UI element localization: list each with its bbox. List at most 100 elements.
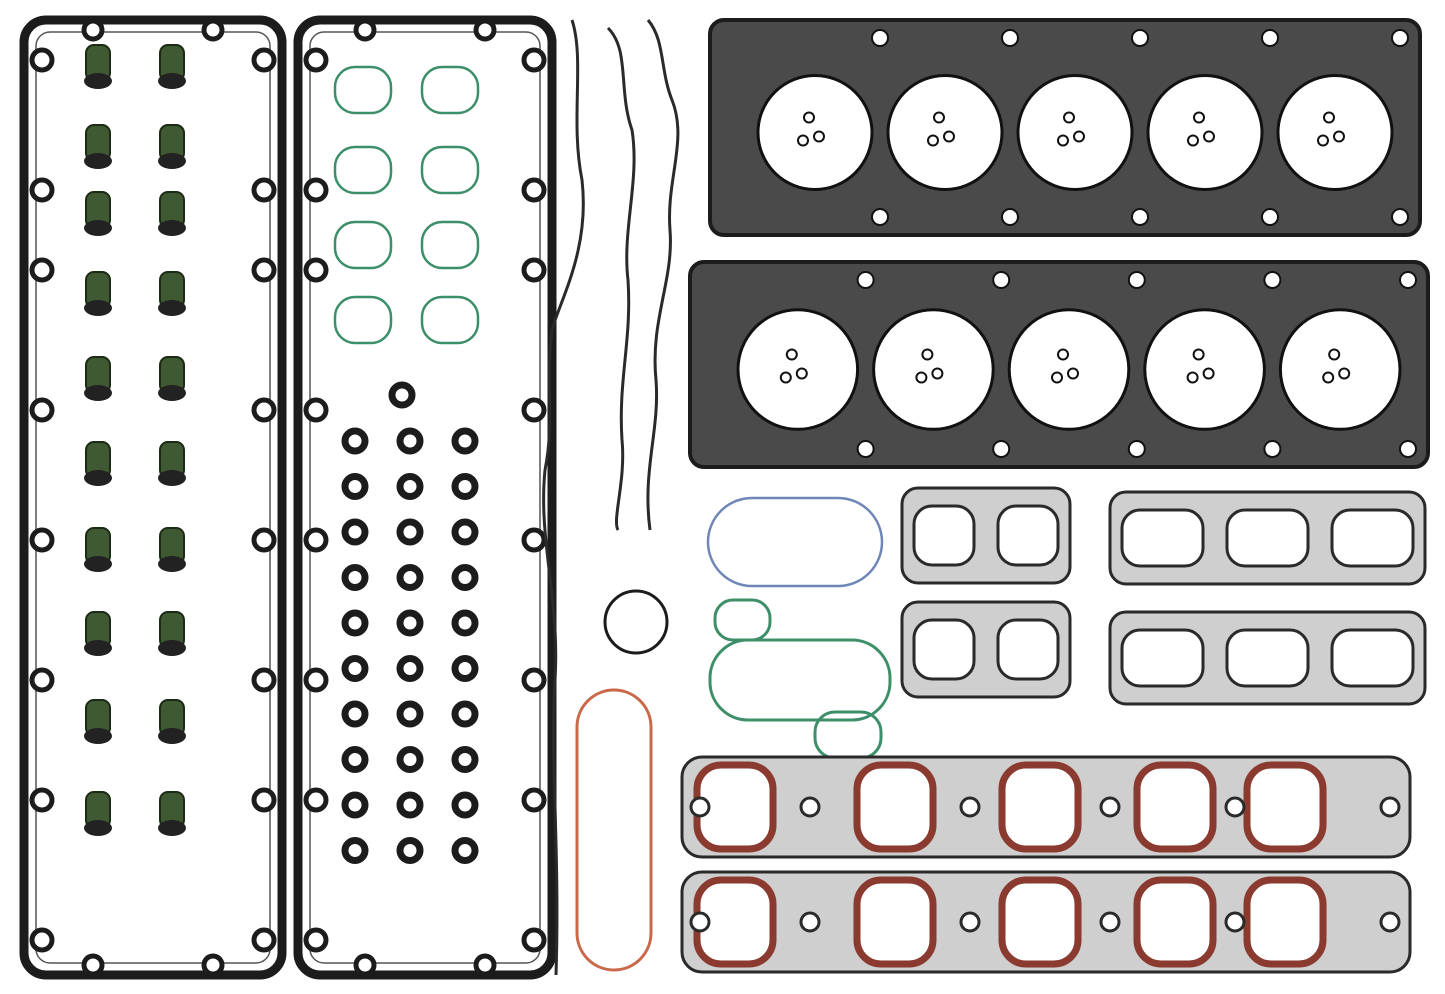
bolt-hole [689, 796, 711, 818]
oil-hole [795, 367, 808, 380]
intake-port-seal [333, 145, 393, 195]
o-ring [388, 381, 416, 409]
oil-hole [1202, 367, 1215, 380]
oil-hole [1057, 134, 1069, 147]
oil-hole [943, 130, 955, 143]
o-ring-large [603, 589, 669, 655]
bolt-hole [856, 440, 875, 458]
bolt-hole [856, 271, 875, 289]
bolt-hole [29, 787, 55, 813]
bolt-hole [201, 18, 225, 42]
bolt-hole [201, 953, 225, 977]
oil-hole [813, 130, 825, 143]
bolt-hole [303, 927, 329, 953]
bolt-hole [1399, 271, 1417, 289]
bolt-hole [799, 911, 821, 933]
bolt-hole [521, 257, 547, 283]
o-ring [451, 791, 479, 819]
valve-stem-seal [84, 791, 112, 836]
exhaust-manifold-gasket [1108, 490, 1427, 586]
o-ring [451, 746, 479, 773]
o-ring [451, 473, 479, 500]
exhaust-manifold-gasket [1108, 610, 1427, 706]
valve-stem-seal [158, 191, 186, 236]
bolt-hole [251, 257, 277, 283]
bolt-hole [1224, 796, 1246, 818]
valve-stem-seal [158, 791, 186, 836]
seal-strip-1 [542, 19, 585, 976]
valve-stem-seal [158, 124, 186, 169]
bolt-hole [303, 47, 329, 73]
bolt-hole [353, 953, 377, 977]
bolt-hole [29, 667, 55, 693]
bolt-hole [1099, 796, 1121, 818]
oil-hole [1193, 111, 1205, 124]
oil-hole [1067, 367, 1079, 380]
bolt-hole [29, 257, 55, 283]
bolt-hole [251, 667, 277, 693]
valve-stem-seal [84, 191, 112, 236]
exhaust-port [1225, 628, 1310, 688]
oil-hole [1057, 348, 1069, 361]
exhaust-manifold-gasket [900, 600, 1072, 699]
intake-port-seal [420, 145, 480, 195]
bolt-hole [473, 18, 497, 42]
valve-cover-gasket-left [19, 15, 287, 980]
oil-hole [1203, 130, 1215, 143]
bolt-hole [251, 47, 277, 73]
seal-strip-3 [646, 19, 680, 531]
o-ring [341, 791, 369, 819]
bolt-hole [521, 667, 547, 693]
intake-port [1133, 761, 1217, 853]
exhaust-port [996, 504, 1060, 567]
bolt-hole [1391, 29, 1409, 47]
valve-stem-seal [158, 611, 186, 656]
valve-stem-seal [158, 441, 186, 486]
o-ring [451, 700, 479, 728]
oil-hole [803, 111, 815, 124]
bolt-hole [689, 911, 711, 933]
oil-hole [785, 348, 798, 361]
oil-hole [1322, 371, 1335, 384]
oil-hole [1073, 130, 1085, 143]
intake-port-seal [333, 220, 393, 270]
bolt-hole [1263, 271, 1282, 289]
o-ring [341, 609, 369, 637]
valve-stem-seal [158, 44, 186, 89]
oil-hole [1192, 348, 1205, 361]
bolt-hole [1001, 208, 1019, 226]
bolt-hole [521, 927, 547, 953]
o-ring [341, 837, 369, 864]
bolt-hole [521, 177, 547, 203]
bolt-hole [303, 787, 329, 813]
oil-hole [797, 134, 809, 147]
bolt-hole [1263, 440, 1282, 458]
intake-port [1133, 876, 1217, 968]
o-ring [396, 518, 424, 546]
bolt-hole [1379, 911, 1401, 933]
o-ring [341, 427, 369, 455]
oil-pan-gasket-blue [706, 496, 884, 588]
o-ring [341, 518, 369, 546]
o-ring [396, 746, 424, 773]
bolt-hole [81, 18, 105, 42]
o-ring [341, 473, 369, 500]
bolt-hole [303, 667, 329, 693]
valve-stem-seal [84, 356, 112, 401]
oil-hole [1187, 134, 1199, 147]
exhaust-port [1330, 508, 1415, 568]
exhaust-port [996, 618, 1060, 681]
intake-port-seal [333, 65, 393, 115]
oil-hole [1328, 348, 1341, 361]
exhaust-port [912, 504, 976, 567]
bolt-hole [1399, 440, 1417, 458]
o-ring [451, 518, 479, 546]
intake-port-seal [420, 220, 480, 270]
intake-port [853, 761, 937, 853]
bolt-hole [521, 47, 547, 73]
bolt-hole [992, 271, 1011, 289]
oval-seal-orange [575, 688, 653, 972]
bolt-hole [871, 208, 889, 226]
o-ring [396, 791, 424, 819]
